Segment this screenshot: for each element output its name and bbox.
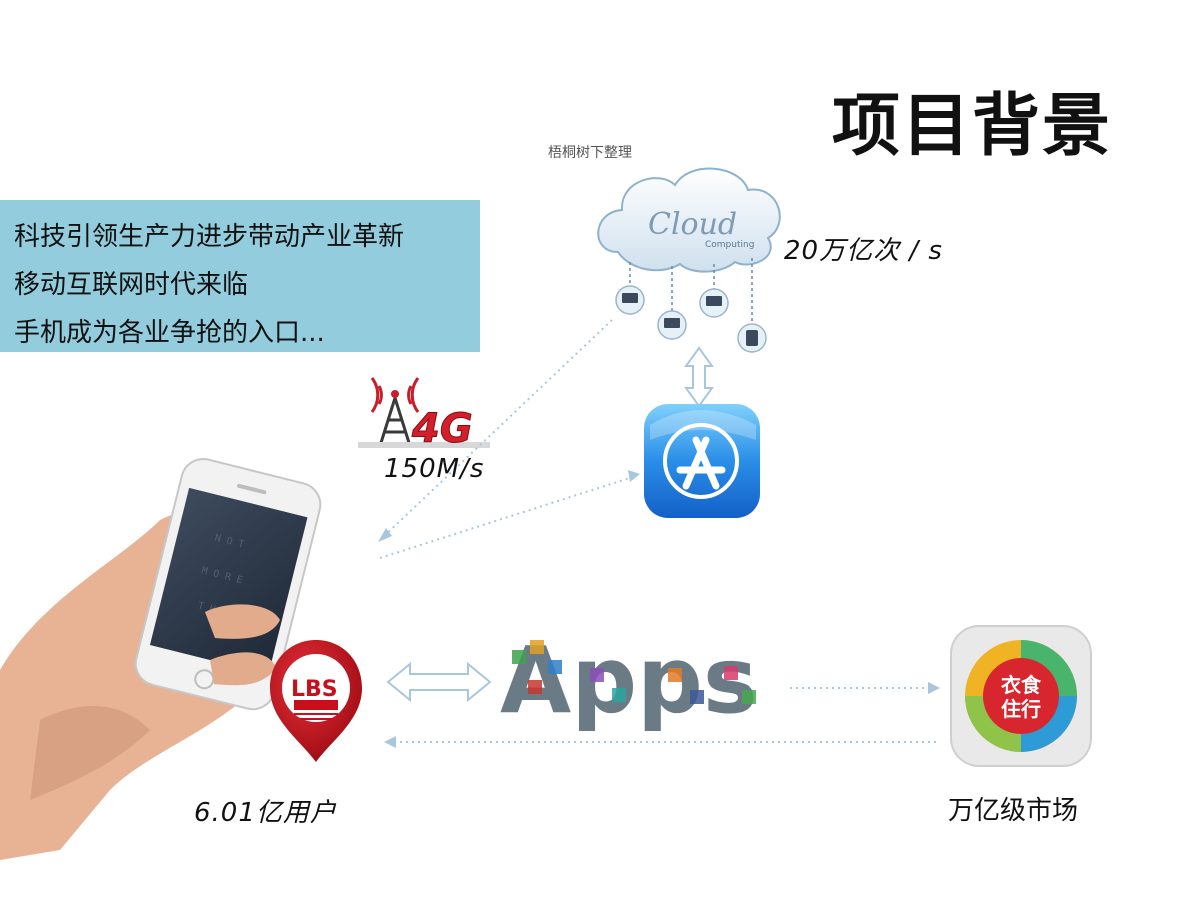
info-line-1: 科技引领生产力进步带动产业革新: [14, 222, 405, 252]
antenna-4g-icon: [358, 377, 490, 448]
cloud-icon: [597, 167, 781, 353]
cloud-appstore-arrow: [684, 346, 714, 408]
market-icon-text-top: 衣食: [1001, 673, 1042, 697]
badge-4g: 4G: [411, 406, 473, 452]
network-speed-label: 150M/s: [384, 454, 485, 484]
cloud-sub: Computing: [705, 240, 754, 250]
apps-collage-icon: Apps: [500, 627, 758, 734]
info-line-3: 手机成为各业争抢的入口...: [14, 318, 325, 348]
lbs-apps-arrow: [386, 661, 492, 703]
market-icon-text-bottom: 住行: [1001, 697, 1041, 721]
app-store-icon: [644, 404, 760, 518]
users-label: 6.01亿用户: [194, 798, 337, 828]
credit-text: 梧桐树下整理: [548, 145, 632, 161]
cloud-rate-label: 20万亿次 / s: [784, 236, 943, 266]
dotted-links: [379, 319, 936, 743]
lbs-badge: LBS: [291, 677, 338, 702]
arrowheads: [378, 470, 940, 748]
smartphone-in-hand-image: N O T M O R E T H E N: [0, 458, 322, 860]
market-label: 万亿级市场: [948, 796, 1079, 826]
slide-title: 项目背景: [832, 87, 1113, 166]
lbs-pin-icon: [270, 640, 362, 762]
cloud-word: Cloud: [648, 207, 737, 242]
info-line-2: 移动互联网时代来临: [14, 270, 249, 300]
food-clothing-housing-travel-app-icon: [950, 625, 1092, 767]
info-box: 科技引领生产力进步带动产业革新 移动互联网时代来临 手机成为各业争抢的入口...: [0, 200, 480, 352]
